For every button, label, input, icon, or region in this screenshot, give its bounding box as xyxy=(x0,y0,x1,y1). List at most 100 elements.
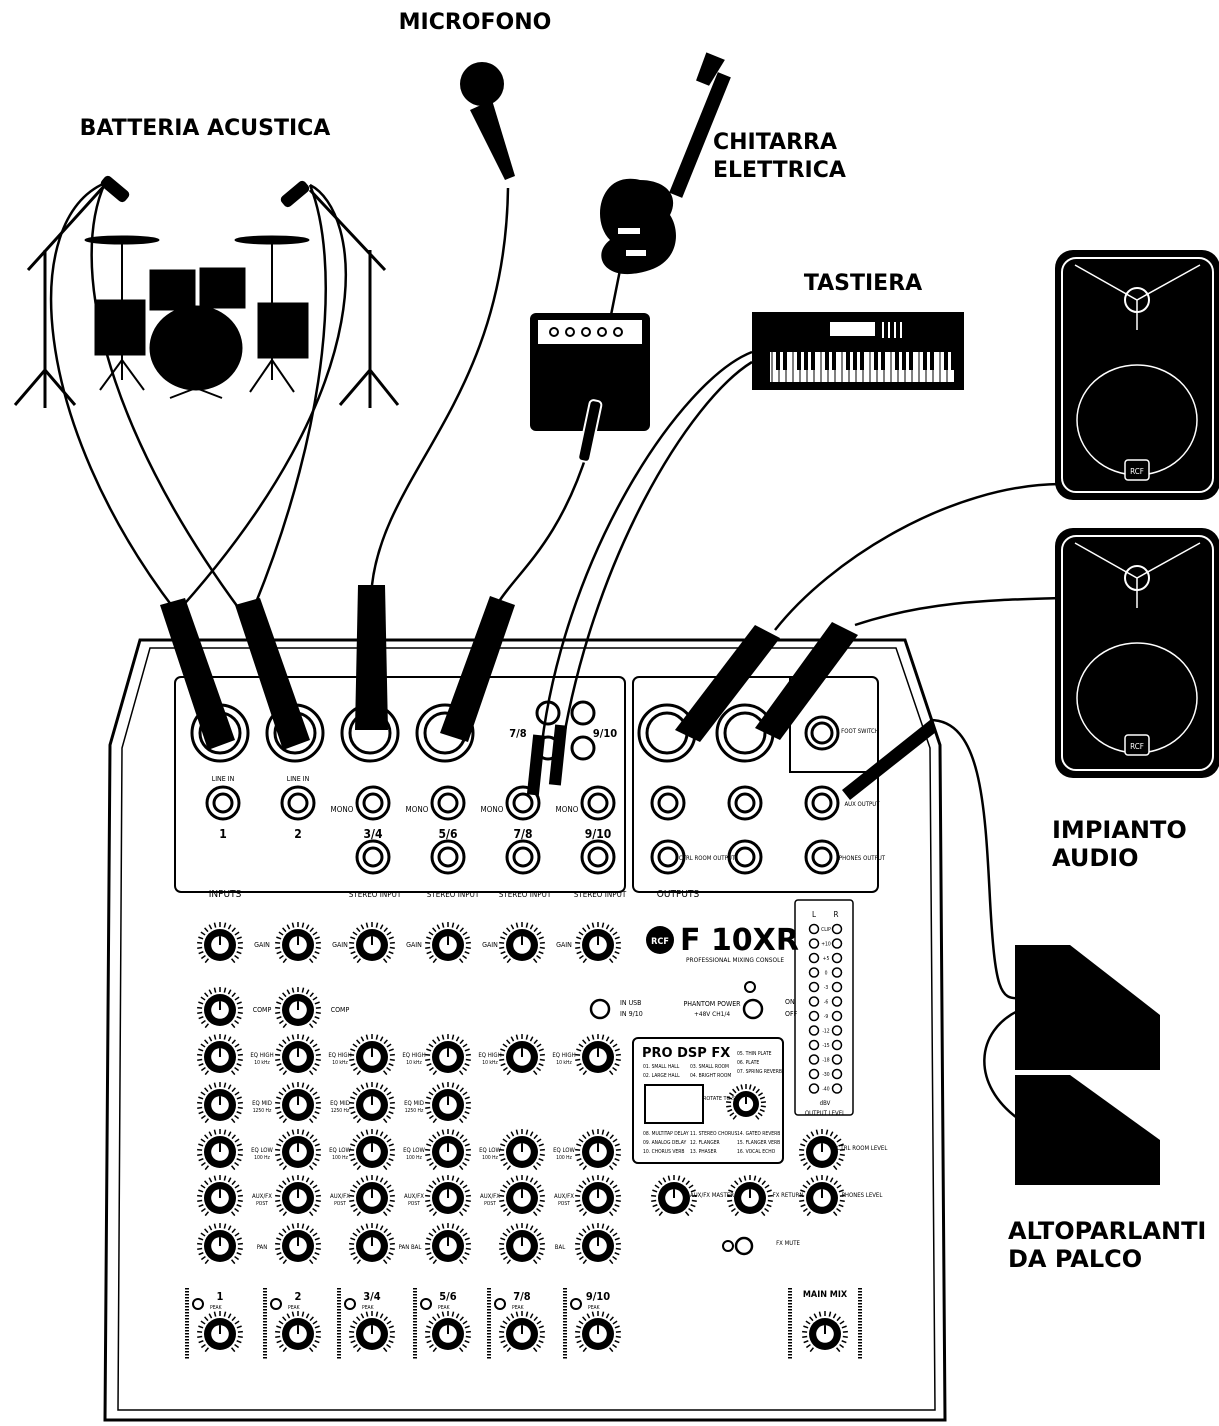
channel-level-knob-1[interactable] xyxy=(197,1311,243,1352)
gain-knob-6[interactable] xyxy=(575,922,621,963)
fx-return-knob[interactable] xyxy=(727,1175,773,1216)
eq-mid-knob-4[interactable] xyxy=(425,1082,471,1123)
knob-tick xyxy=(659,1212,662,1216)
pan-knob-6[interactable] xyxy=(575,1223,621,1264)
eq-low-knob-6[interactable] xyxy=(575,1129,621,1170)
knob-tick xyxy=(232,1024,235,1028)
eq-low-knob-4[interactable] xyxy=(425,1129,471,1170)
comp-knob-2[interactable] xyxy=(275,987,321,1028)
control-label: 100 Hz xyxy=(406,1155,422,1161)
channel-number-label: 7/8 xyxy=(513,1290,531,1303)
knob-tick xyxy=(238,1201,243,1202)
control-label: GAIN xyxy=(254,941,270,949)
eq-low-knob-1[interactable] xyxy=(197,1129,243,1170)
knob-tick xyxy=(840,1321,844,1324)
knob-tick xyxy=(366,1035,367,1040)
stereo-input-label-3: STEREO INPUT xyxy=(499,890,552,899)
dsp-preset-item: 05. THIN PLATE xyxy=(737,1051,772,1057)
knob-tick xyxy=(499,1055,504,1056)
channel-level-knob-9/10[interactable] xyxy=(575,1311,621,1352)
knob-tick xyxy=(349,1155,354,1156)
eq-high-knob-1[interactable] xyxy=(197,1034,243,1075)
knob-tick xyxy=(615,1253,620,1255)
knob-tick xyxy=(427,1205,432,1207)
eq-high-knob-4[interactable] xyxy=(425,1034,471,1075)
pa-label-line2: AUDIO xyxy=(1052,844,1139,872)
gain-knob-4[interactable] xyxy=(425,922,471,963)
knob-tick xyxy=(306,925,308,929)
eq-high-knob-3[interactable] xyxy=(349,1034,395,1075)
aux-fx-knob-1[interactable] xyxy=(197,1175,243,1216)
comp-knob-1[interactable] xyxy=(197,987,243,1028)
pan-knob-1[interactable] xyxy=(197,1223,243,1264)
gain-knob-3[interactable] xyxy=(349,922,395,963)
knob-tick xyxy=(804,1341,809,1343)
knob-tick xyxy=(292,1176,293,1181)
control-label: AUX/FX xyxy=(404,1193,424,1200)
knob-tick xyxy=(516,1130,517,1135)
knob-tick xyxy=(235,956,239,959)
pan-knob-3[interactable] xyxy=(349,1223,395,1264)
knob-tick xyxy=(579,1257,583,1260)
knob-tick xyxy=(577,1341,582,1343)
knob-tick xyxy=(503,1321,507,1324)
eq-low-knob-2[interactable] xyxy=(275,1129,321,1170)
aux-fx-knob-5[interactable] xyxy=(499,1175,545,1216)
knob-tick xyxy=(349,1332,354,1333)
channel-level-knob-3/4[interactable] xyxy=(349,1311,395,1352)
gain-knob-5[interactable] xyxy=(499,922,545,963)
gain-knob-1[interactable] xyxy=(197,922,243,963)
pan-knob-5[interactable] xyxy=(499,1223,545,1264)
channel-level-knob-5/6[interactable] xyxy=(425,1311,471,1352)
meter-scale-label: -12 xyxy=(822,1029,829,1035)
knob-tick xyxy=(237,1017,242,1019)
eq-low-knob-3[interactable] xyxy=(349,1129,395,1170)
aux-fx-knob-4[interactable] xyxy=(425,1175,471,1216)
eq-mid-knob-2[interactable] xyxy=(275,1082,321,1123)
eq-high-knob-5[interactable] xyxy=(499,1034,545,1075)
aux-fx-knob-2[interactable] xyxy=(275,1175,321,1216)
knob-tick xyxy=(390,1155,395,1156)
knob-tick xyxy=(583,1260,586,1264)
knob-tick xyxy=(539,1326,544,1328)
knob-tick xyxy=(501,952,506,954)
knob-tick xyxy=(465,1112,470,1114)
pan-knob-2[interactable] xyxy=(275,1223,321,1264)
eq-high-knob-2[interactable] xyxy=(275,1034,321,1075)
knob-tick xyxy=(579,1209,583,1212)
eq-mid-knob-3[interactable] xyxy=(349,1082,395,1123)
pan-knob-4[interactable] xyxy=(425,1223,471,1264)
channel-level-knob-7/8[interactable] xyxy=(499,1311,545,1352)
peak-label: PEAK xyxy=(362,1305,375,1311)
knob-tick xyxy=(576,1049,581,1051)
eq-mid-knob-1[interactable] xyxy=(197,1082,243,1123)
main-mix-knob[interactable] xyxy=(802,1311,848,1352)
aux-fx-knob-3[interactable] xyxy=(349,1175,395,1216)
fx-mute-button[interactable] xyxy=(736,1238,752,1254)
phones-output-label: PHONES OUTPUT xyxy=(839,855,886,862)
knob-tick xyxy=(310,1229,313,1233)
knob-tick xyxy=(576,1238,581,1240)
phantom-switch[interactable] xyxy=(744,1000,762,1018)
aux-fx-knob-6[interactable] xyxy=(575,1175,621,1216)
knob-tick xyxy=(830,1132,832,1136)
knob-tick xyxy=(306,1132,308,1136)
knob-tick xyxy=(313,1044,317,1047)
control-label: COMP xyxy=(253,1006,272,1014)
knob-tick xyxy=(351,1253,356,1255)
gain-knob-2[interactable] xyxy=(275,922,321,963)
knob-tick xyxy=(613,1044,617,1047)
knob-tick xyxy=(350,1326,355,1328)
knob-tick xyxy=(692,1201,697,1202)
meter-led-r xyxy=(833,1026,842,1035)
knob-tick xyxy=(235,1021,239,1024)
channel-level-knob-2[interactable] xyxy=(275,1311,321,1352)
eq-low-knob-5[interactable] xyxy=(499,1129,545,1170)
knob-tick xyxy=(463,1209,467,1212)
eq-high-knob-6[interactable] xyxy=(575,1034,621,1075)
control-label: 100 Hz xyxy=(482,1155,498,1161)
knob-tick xyxy=(539,1341,544,1343)
phones-level-knob[interactable] xyxy=(799,1175,845,1216)
usb-switch[interactable] xyxy=(591,1000,609,1018)
knob-tick xyxy=(237,1064,242,1066)
